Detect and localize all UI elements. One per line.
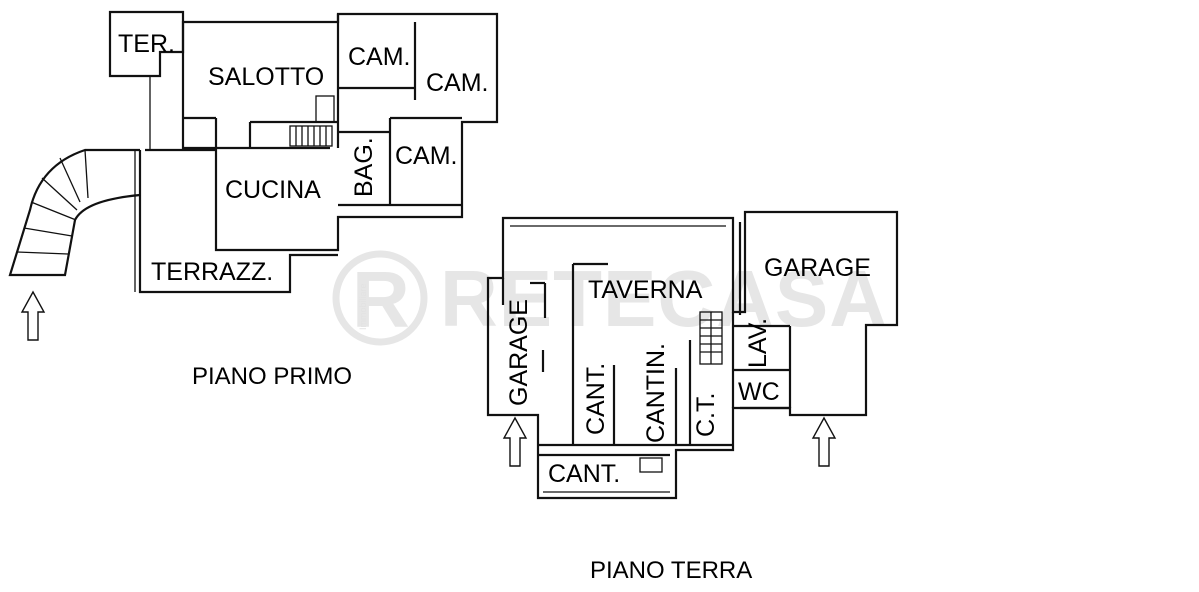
ground-floor-stair	[639, 311, 723, 473]
ter-room-outline	[108, 10, 185, 78]
ground-floor-entry-arrow-left-icon	[502, 416, 528, 467]
room-label-lav: LAV.	[744, 318, 772, 368]
first-floor-stair	[289, 95, 335, 147]
ground-floor-plan	[486, 210, 899, 500]
watermark-logo-ring	[332, 250, 428, 346]
room-label-garage-right: GARAGE	[764, 254, 871, 282]
room-label-bag: BAG.	[350, 137, 378, 197]
room-label-cantin: CANTIN.	[642, 343, 670, 443]
terrace-outline	[138, 148, 338, 294]
first-floor-plan	[8, 10, 499, 341]
room-label-wc: WC	[738, 378, 780, 406]
room-label-taverna: TAVERNA	[588, 276, 703, 304]
floor-title-ground: PIANO TERRA	[590, 557, 752, 584]
external-curved-stair	[8, 148, 141, 277]
room-label-terrazz: TERRAZZ.	[151, 258, 273, 286]
room-label-garage-left: GARAGE	[505, 299, 533, 406]
room-label-cam-1: CAM.	[348, 43, 411, 71]
first-floor-entry-arrow-icon	[20, 290, 46, 341]
watermark-brand: RETECASA	[440, 254, 888, 343]
watermark: R Immobiliare RETECASA	[332, 250, 888, 346]
room-label-ter: TER.	[118, 30, 175, 58]
room-label-ct: C.T.	[692, 393, 720, 437]
room-label-cam-3: CAM.	[395, 142, 458, 170]
room-label-cant-bottom: CANT.	[548, 460, 620, 488]
ground-floor-entry-arrow-right-icon	[811, 416, 837, 467]
watermark-small-text: Immobiliare	[358, 283, 368, 330]
floor-title-first: PIANO PRIMO	[192, 363, 352, 390]
room-label-cant-middle: CANT.	[582, 363, 610, 435]
room-label-salotto: SALOTTO	[208, 63, 324, 91]
room-label-cucina: CUCINA	[225, 176, 321, 204]
watermark-logo-letter: R	[352, 255, 410, 344]
room-label-cam-2: CAM.	[426, 69, 489, 97]
